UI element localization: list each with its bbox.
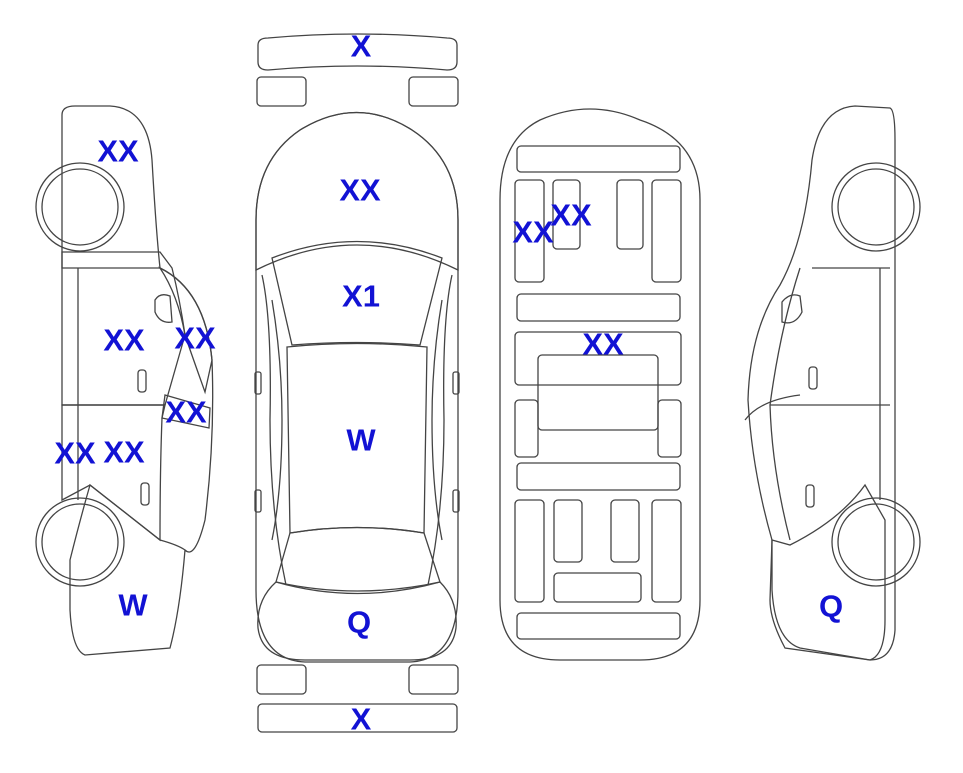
left-quarter-panel[interactable]	[69, 483, 186, 656]
label-left-a-pillar: XX	[174, 320, 216, 356]
label-floor-middle: XX	[582, 326, 624, 362]
label-left-front-fender: XX	[97, 133, 139, 169]
rear-window	[275, 526, 441, 592]
floor-panel-middle[interactable]	[514, 331, 682, 386]
right-rear-wheel	[831, 497, 921, 587]
front-bumper[interactable]	[257, 33, 458, 71]
label-left-rear-door: XX	[103, 434, 145, 470]
windshield-panel[interactable]	[271, 240, 443, 346]
label-left-quarter: W	[118, 587, 148, 623]
rear-bumper[interactable]	[257, 703, 458, 733]
label-floor-front-left: XX	[512, 214, 554, 250]
front-lamp-left	[256, 76, 307, 107]
label-left-rear-panel: XX	[54, 435, 96, 471]
label-trunk: Q	[346, 604, 372, 640]
rear-lamp-right	[408, 664, 459, 695]
top-view	[254, 33, 460, 733]
hood-panel[interactable]	[255, 111, 459, 272]
label-rear-bumper: X	[350, 701, 372, 737]
right-quarter-panel[interactable]	[771, 483, 886, 661]
floor-panel-front-left[interactable]	[514, 179, 545, 283]
left-side-view	[35, 105, 214, 656]
label-floor-front-left-2: XX	[550, 197, 592, 233]
left-front-door[interactable]	[61, 251, 186, 406]
underbody-outline	[499, 108, 701, 661]
label-hood: XX	[339, 172, 381, 208]
front-lamp-right	[408, 76, 459, 107]
left-b-pillar[interactable]	[161, 394, 211, 429]
label-left-b-pillar: XX	[165, 394, 207, 430]
right-side-view	[744, 105, 921, 661]
left-front-wheel	[35, 162, 125, 252]
left-front-fender[interactable]	[61, 105, 161, 269]
label-roof: W	[346, 422, 376, 458]
left-rear-wheel	[35, 497, 125, 587]
label-right-quarter: Q	[818, 588, 844, 624]
trunk-panel[interactable]	[257, 581, 457, 661]
floor-panel-front-left-2[interactable]	[552, 179, 581, 250]
right-front-wheel	[831, 162, 921, 252]
label-front-bumper: X	[350, 28, 372, 64]
label-left-front-door: XX	[103, 322, 145, 358]
underbody-view	[499, 108, 701, 661]
label-windshield: X1	[342, 278, 380, 314]
right-side-outline	[747, 105, 896, 661]
rear-lamp-left	[256, 664, 307, 695]
